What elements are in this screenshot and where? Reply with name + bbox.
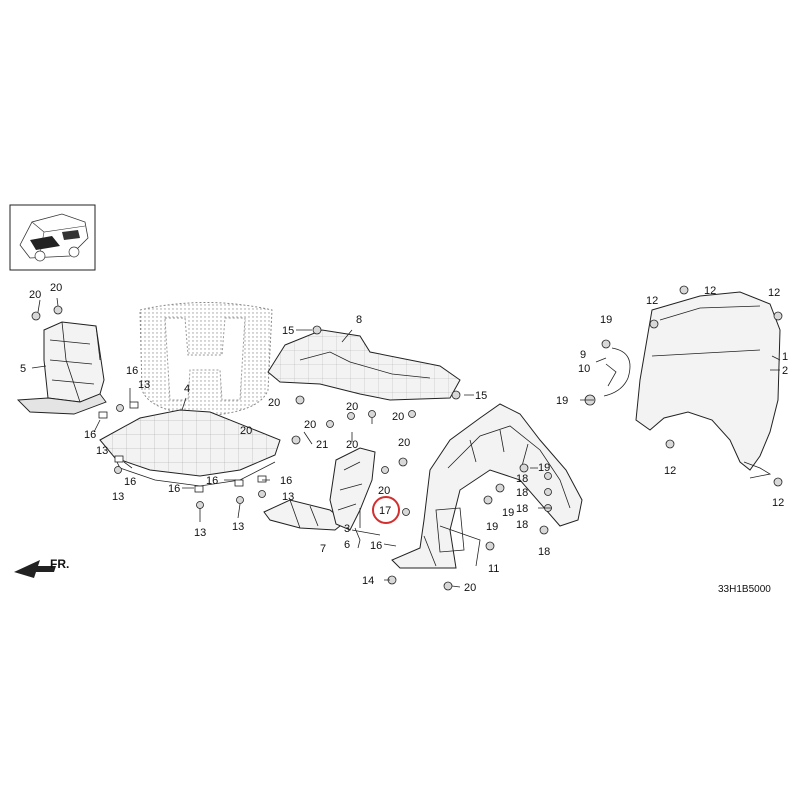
callout-1[interactable]: 1 bbox=[782, 351, 788, 363]
front-fender-part-1-2[interactable] bbox=[635, 291, 781, 479]
callout-16[interactable]: 16 bbox=[126, 365, 138, 377]
callout-13[interactable]: 13 bbox=[232, 521, 244, 533]
callout-17[interactable]: 17 bbox=[379, 505, 391, 517]
callout-16[interactable]: 16 bbox=[370, 540, 382, 552]
callout-20[interactable]: 20 bbox=[398, 437, 410, 449]
harness-part-9-10[interactable] bbox=[601, 339, 631, 397]
callout-16[interactable]: 16 bbox=[280, 475, 292, 487]
callout-20[interactable]: 20 bbox=[346, 439, 358, 451]
callout-7[interactable]: 7 bbox=[320, 543, 326, 555]
callout-13[interactable]: 13 bbox=[194, 527, 206, 539]
callout-20[interactable]: 20 bbox=[50, 282, 62, 294]
callout-21[interactable]: 21 bbox=[316, 439, 328, 451]
callout-2[interactable]: 2 bbox=[782, 365, 788, 377]
callout-16[interactable]: 16 bbox=[206, 475, 218, 487]
callout-16[interactable]: 16 bbox=[84, 429, 96, 441]
callout-12[interactable]: 12 bbox=[664, 465, 676, 477]
direction-label: FR. bbox=[50, 557, 69, 571]
callout-labels: 20 20 5 8 15 15 4 16 13 16 13 13 16 16 1… bbox=[20, 282, 788, 594]
callout-4[interactable]: 4 bbox=[184, 383, 190, 395]
callout-8[interactable]: 8 bbox=[356, 314, 362, 326]
callout-18[interactable]: 18 bbox=[516, 519, 528, 531]
honda-logo-watermark bbox=[139, 302, 273, 417]
callout-16[interactable]: 16 bbox=[168, 483, 180, 495]
vehicle-location-inset bbox=[9, 204, 96, 271]
callout-3[interactable]: 3 bbox=[344, 523, 350, 535]
callout-13[interactable]: 13 bbox=[96, 445, 108, 457]
undercover-part-8[interactable] bbox=[267, 329, 461, 401]
callout-20[interactable]: 20 bbox=[378, 485, 390, 497]
highlight-circle bbox=[372, 496, 400, 524]
callout-9[interactable]: 9 bbox=[580, 349, 586, 361]
callout-20[interactable]: 20 bbox=[29, 289, 41, 301]
callout-18[interactable]: 18 bbox=[516, 473, 528, 485]
callout-13[interactable]: 13 bbox=[138, 379, 150, 391]
front-direction-indicator: FR. bbox=[14, 557, 69, 578]
callout-5[interactable]: 5 bbox=[20, 363, 26, 375]
inner-fender-part-11[interactable] bbox=[391, 403, 583, 569]
splash-shield-part-3-6[interactable] bbox=[329, 447, 376, 531]
callout-14[interactable]: 14 bbox=[362, 575, 374, 587]
callout-20[interactable]: 20 bbox=[392, 411, 404, 423]
callout-18[interactable]: 18 bbox=[516, 487, 528, 499]
callout-20[interactable]: 20 bbox=[304, 419, 316, 431]
callout-15[interactable]: 15 bbox=[475, 390, 487, 402]
callout-19[interactable]: 19 bbox=[502, 507, 514, 519]
callout-18[interactable]: 18 bbox=[516, 503, 528, 515]
callout-13[interactable]: 13 bbox=[282, 491, 294, 503]
callout-19[interactable]: 19 bbox=[600, 314, 612, 326]
callout-12[interactable]: 12 bbox=[772, 497, 784, 509]
callout-12[interactable]: 12 bbox=[646, 295, 658, 307]
leader-lines bbox=[31, 297, 781, 588]
callout-12[interactable]: 12 bbox=[704, 285, 716, 297]
splash-shield-part-5[interactable] bbox=[16, 321, 107, 415]
callout-11[interactable]: 11 bbox=[488, 563, 499, 575]
callout-6[interactable]: 6 bbox=[344, 539, 350, 551]
callout-20[interactable]: 20 bbox=[240, 425, 252, 437]
fasteners bbox=[31, 285, 783, 591]
callout-13[interactable]: 13 bbox=[112, 491, 124, 503]
callout-16[interactable]: 16 bbox=[124, 476, 136, 488]
callout-20[interactable]: 20 bbox=[268, 397, 280, 409]
engine-undercover-part-4[interactable] bbox=[99, 409, 281, 487]
callout-19[interactable]: 19 bbox=[538, 462, 550, 474]
callout-20[interactable]: 20 bbox=[346, 401, 358, 413]
diagram-code: 33H1B5000 bbox=[718, 584, 771, 595]
callout-10[interactable]: 10 bbox=[578, 363, 590, 375]
callout-18[interactable]: 18 bbox=[538, 546, 550, 558]
callout-19[interactable]: 19 bbox=[556, 395, 568, 407]
callout-19[interactable]: 19 bbox=[486, 521, 498, 533]
callout-20[interactable]: 20 bbox=[464, 582, 476, 594]
callout-12[interactable]: 12 bbox=[768, 287, 780, 299]
callout-15[interactable]: 15 bbox=[282, 325, 294, 337]
